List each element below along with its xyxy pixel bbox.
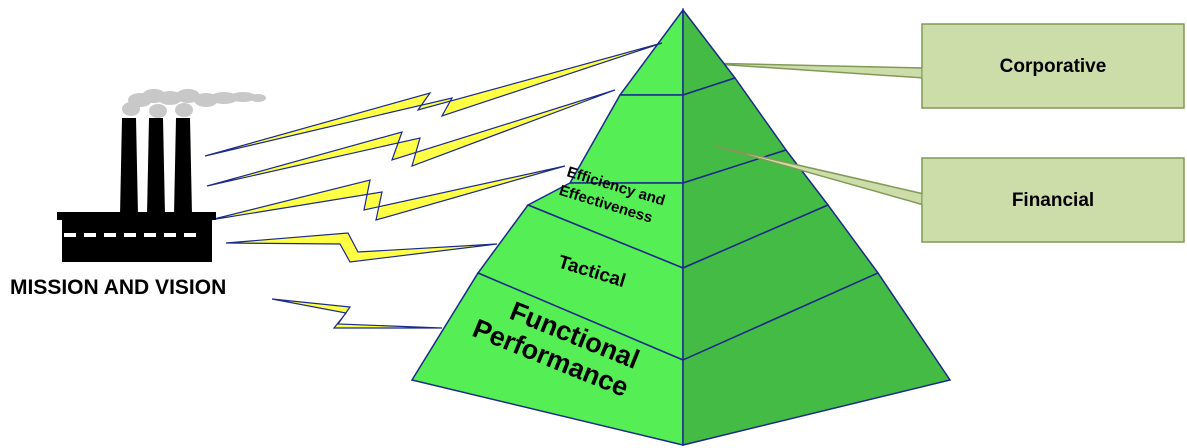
callout-financial: Financial xyxy=(714,145,1185,243)
lightning-bolt-efficiency xyxy=(209,165,566,221)
callout-financial-box xyxy=(921,157,1185,243)
lightning-bolt-corporative xyxy=(204,42,663,157)
pyramid-level-functional-side xyxy=(682,272,952,446)
factory-icon xyxy=(57,89,266,262)
callout-financial-label: Financial xyxy=(1012,190,1094,211)
callout-corporative-box xyxy=(921,23,1185,109)
mission-vision-caption: MISSION AND VISION xyxy=(10,276,226,299)
lightning-bolts xyxy=(204,42,663,329)
callout-corporative: Corporative xyxy=(699,23,1185,109)
lightning-bolt-functional xyxy=(271,298,443,329)
smoke-icon xyxy=(122,89,266,118)
pyramid xyxy=(410,7,952,446)
lightning-bolt-tactical xyxy=(225,232,498,263)
lightning-bolt-financial xyxy=(206,89,616,187)
callout-corporative-label: Corporative xyxy=(1000,56,1107,77)
